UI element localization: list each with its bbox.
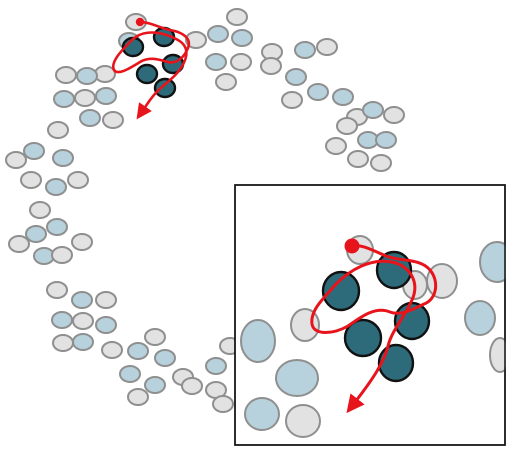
highlighted-particle-inset [321,270,361,312]
ring-particle-light [285,68,307,86]
inset-particle-grey [489,337,506,373]
ring-particle-light [307,83,329,101]
ring-particle-grey [215,73,237,91]
ring-particle-light [294,41,316,59]
ring-particle-grey [5,151,27,169]
ring-particle-light [205,357,227,375]
inset-particle-grey [426,263,458,299]
ring-particle-grey [144,328,166,346]
inset-frame [234,184,506,446]
ring-particle-grey [347,150,369,168]
ring-particle-light [51,311,73,329]
ring-particle-light [95,87,117,105]
ring-particle-grey [101,341,123,359]
particle-ring [5,8,405,413]
ring-particle-light [53,90,75,108]
ring-particle-light [205,53,227,71]
ring-particle-grey [8,235,30,253]
ring-particle-grey [47,121,69,139]
ring-particle-grey [260,57,282,75]
trajectory-path-inset [310,244,438,414]
inset-particle-grey [285,404,321,438]
trajectory-start-dot-inset [344,238,360,254]
inset-border [234,184,506,446]
inset-particle-light [244,397,280,431]
ring-particle-light [23,142,45,160]
ring-particle-light [119,365,141,383]
highlighted-cluster-main [121,26,185,99]
ring-particle-grey [316,38,338,56]
ring-particle-light [95,316,117,334]
ring-particle-light [362,101,384,119]
ring-particle-grey [52,334,74,352]
ring-particle-light [207,25,229,43]
ring-particle-grey [325,137,347,155]
ring-particle-light [52,149,74,167]
ring-particle-light [72,333,94,351]
inset-particle-light [479,241,506,283]
inset-particle-light [240,319,276,363]
ring-particle-light [76,67,98,85]
ring-particle-grey [230,53,252,71]
ring-particle-grey [185,31,207,49]
ring-particle-grey [281,91,303,109]
ring-particle-grey [74,89,96,107]
trajectory-path-main [111,20,191,120]
ring-particle-light [154,349,176,367]
ring-particle-grey [20,171,42,189]
ring-particle-grey [55,66,77,84]
ring-particle-grey [383,106,405,124]
ring-particle-light [46,218,68,236]
ring-particle-grey [72,312,94,330]
ring-particle-grey [71,233,93,251]
highlighted-particle [153,77,177,99]
zoom-inset [234,184,506,446]
ring-particle-grey [181,377,203,395]
inset-particle-light [464,300,496,336]
ring-particle-light [231,29,253,47]
ring-particle-grey [94,65,116,83]
ring-particle-grey [67,171,89,189]
ring-particle-grey [370,154,392,172]
ring-particle-grey [226,8,248,26]
ring-particle-light [33,247,55,265]
highlighted-particle [135,63,159,85]
ring-particle-light [332,88,354,106]
ring-particle-light [79,109,101,127]
inset-particle-light [275,359,319,397]
trajectory-start-dot-main [135,17,145,27]
ring-particle-light [71,291,93,309]
ring-particle-grey [212,395,234,413]
ring-particle-grey [29,201,51,219]
highlighted-particle-inset [343,318,383,358]
ring-particle-light [375,131,397,149]
ring-particle-light [25,225,47,243]
ring-particle-light [127,342,149,360]
highlighted-particle-inset [377,343,415,383]
ring-particle-grey [51,246,73,264]
trajectory-main [111,17,191,120]
ring-particle-light [45,178,67,196]
ring-particle-grey [102,111,124,129]
ring-particle-grey [336,117,358,135]
ring-particle-light [144,376,166,394]
ring-particle-grey [95,291,117,309]
ring-particle-grey [46,281,68,299]
ring-particle-grey [127,388,149,406]
